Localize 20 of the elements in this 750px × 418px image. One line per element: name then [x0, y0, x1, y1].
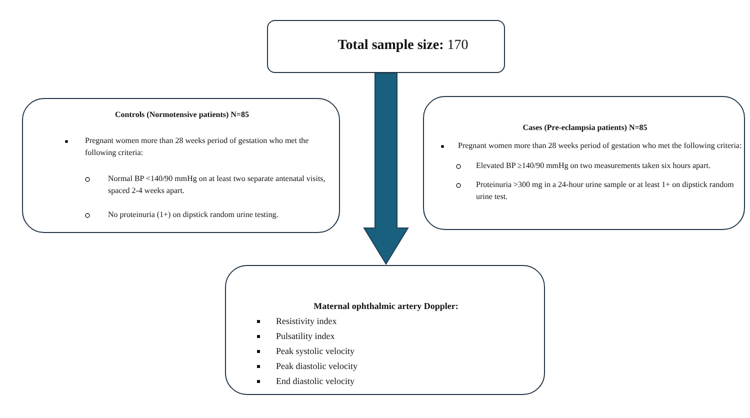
rounded-box — [22, 98, 340, 233]
list-item: Normal BP <140/90 mmHg on at least two separate antenatal visits, spaced 2-4 weeks apart. — [108, 173, 326, 196]
list-item: Proteinuria >300 mg in a 24-hour urine sample or at least 1+ on dipstick random urine test. — [476, 179, 735, 202]
list-item: Elevated BP ≥140/90 mmHg on two measurements taken six hours apart. — [476, 160, 712, 172]
list-item: Peak diastolic velocity — [276, 360, 358, 373]
rounded-box — [267, 20, 505, 73]
box-heading: Maternal ophthalmic artery Doppler: — [312, 300, 460, 313]
box-heading: Cases (Pre-eclampsia patients) N=85 — [522, 122, 648, 134]
list-item: No proteinuria (1+) on dipstick random urine testing. — [108, 209, 280, 221]
list-item: End diastolic velocity — [276, 375, 356, 388]
box-title: Total sample size: 170 — [336, 37, 470, 55]
list-item: Pregnant women more than 28 weeks period of gestation who met the following criteria: — [458, 140, 743, 152]
list-item: Peak systolic velocity — [276, 345, 356, 358]
block-arrow — [363, 72, 409, 265]
list-item: Pregnant women more than 28 weeks period of gestation who met the following criteria: — [85, 135, 310, 158]
list-item: Resistivity index — [276, 315, 338, 328]
rounded-box — [225, 265, 545, 395]
rounded-box — [423, 96, 745, 230]
list-item: Pulsatility index — [276, 330, 336, 343]
box-heading: Controls (Normotensive patients) N=85 — [114, 109, 250, 121]
